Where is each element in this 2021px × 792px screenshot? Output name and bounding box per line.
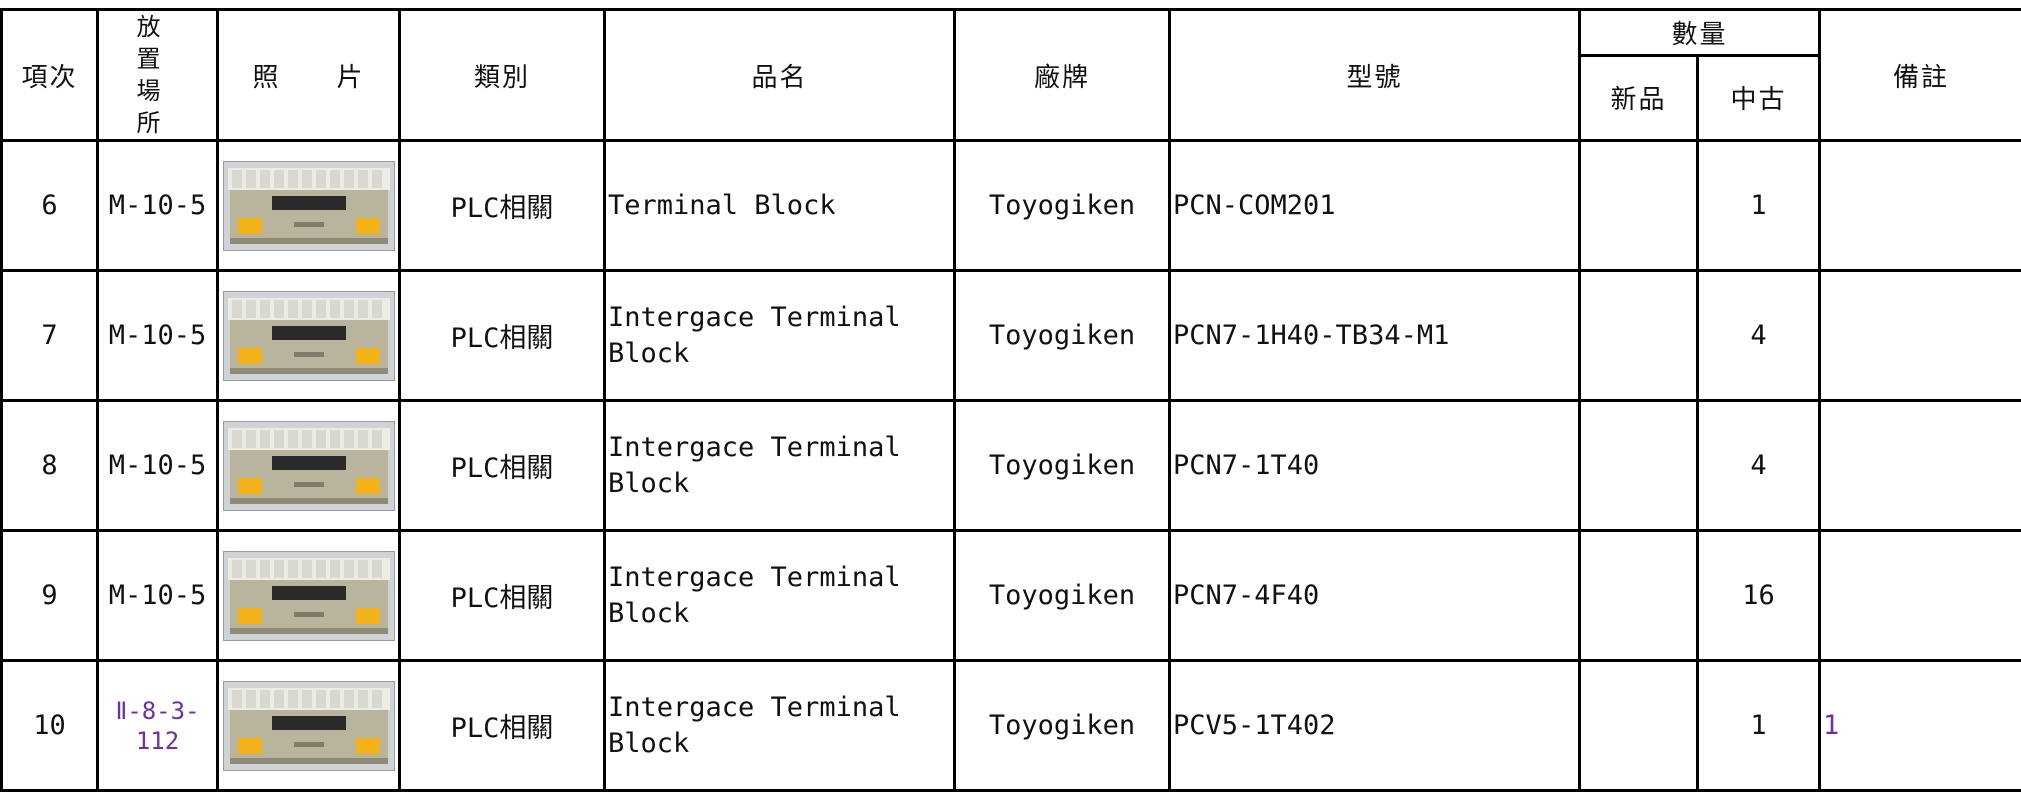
cell-product: Terminal Block [605,141,955,271]
terminal-block-photo-icon [223,681,395,771]
cell-location: M-10-5 [98,271,218,401]
table-row: 6 M-10-5 [2,141,2021,271]
cell-qty-new [1580,531,1698,661]
table-row: 8 M-10-5 [2,401,2021,531]
cell-category: PLC相關 [400,661,605,791]
cell-note [1820,401,2021,531]
cell-qty-new [1580,661,1698,791]
cell-item: 8 [2,401,98,531]
cell-qty-used: 1 [1698,661,1820,791]
cell-item: 6 [2,141,98,271]
cell-location: M-10-5 [98,141,218,271]
cell-brand: Toyogiken [955,271,1170,401]
cell-model: PCN7-4F40 [1170,531,1580,661]
cell-qty-new [1580,141,1698,271]
cell-photo [218,531,400,661]
cell-qty-used: 16 [1698,531,1820,661]
table-row: 7 M-10-5 [2,271,2021,401]
cell-category: PLC相關 [400,401,605,531]
cell-photo [218,401,400,531]
header-model: 型號 [1170,10,1580,141]
cell-item: 7 [2,271,98,401]
cell-note [1820,141,2021,271]
terminal-block-photo-icon [223,161,395,251]
header-photo: 照 片 [218,10,400,141]
inventory-table: 項次 放 置 場 所 照 片 類別 品名 廠牌 型號 數量 備註 新品 中古 6… [0,8,2021,792]
cell-location: M-10-5 [98,531,218,661]
cell-category: PLC相關 [400,531,605,661]
cell-model: PCV5-1T402 [1170,661,1580,791]
cell-brand: Toyogiken [955,401,1170,531]
table-row: 9 M-10-5 [2,531,2021,661]
cell-item: 9 [2,531,98,661]
cell-note [1820,271,2021,401]
cell-qty-used: 4 [1698,401,1820,531]
header-row-top: 項次 放 置 場 所 照 片 類別 品名 廠牌 型號 數量 備註 [2,10,2021,56]
header-qty-new: 新品 [1580,55,1698,140]
header-location-top: 放 置 [99,11,216,75]
header-category: 類別 [400,10,605,141]
cell-brand: Toyogiken [955,531,1170,661]
cell-qty-new [1580,401,1698,531]
cell-model: PCN7-1H40-TB34-M1 [1170,271,1580,401]
cell-model: PCN7-1T40 [1170,401,1580,531]
header-qty-used: 中古 [1698,55,1820,140]
terminal-block-photo-icon [223,551,395,641]
cell-item: 10 [2,661,98,791]
table-body: 6 M-10-5 [2,141,2021,791]
cell-photo [218,141,400,271]
cell-qty-used: 4 [1698,271,1820,401]
cell-category: PLC相關 [400,271,605,401]
cell-brand: Toyogiken [955,141,1170,271]
cell-qty-new [1580,271,1698,401]
cell-qty-used: 1 [1698,141,1820,271]
header-note: 備註 [1820,10,2021,141]
cell-category: PLC相關 [400,141,605,271]
cell-brand: Toyogiken [955,661,1170,791]
cell-location: Ⅱ-8-3-112 [98,661,218,791]
header-quantity: 數量 [1580,10,1820,56]
terminal-block-photo-icon [223,421,395,511]
cell-photo [218,271,400,401]
cell-note [1820,531,2021,661]
header-brand: 廠牌 [955,10,1170,141]
header-item: 項次 [2,10,98,141]
header-location: 放 置 場 所 [98,10,218,141]
terminal-block-photo-icon [223,291,395,381]
table-row: 10 Ⅱ-8-3-112 [2,661,2021,791]
cell-note: 1 [1820,661,2021,791]
header-product: 品名 [605,10,955,141]
header-location-bottom: 場 所 [99,75,216,139]
cell-model: PCN-COM201 [1170,141,1580,271]
cell-location: M-10-5 [98,401,218,531]
cell-photo [218,661,400,791]
